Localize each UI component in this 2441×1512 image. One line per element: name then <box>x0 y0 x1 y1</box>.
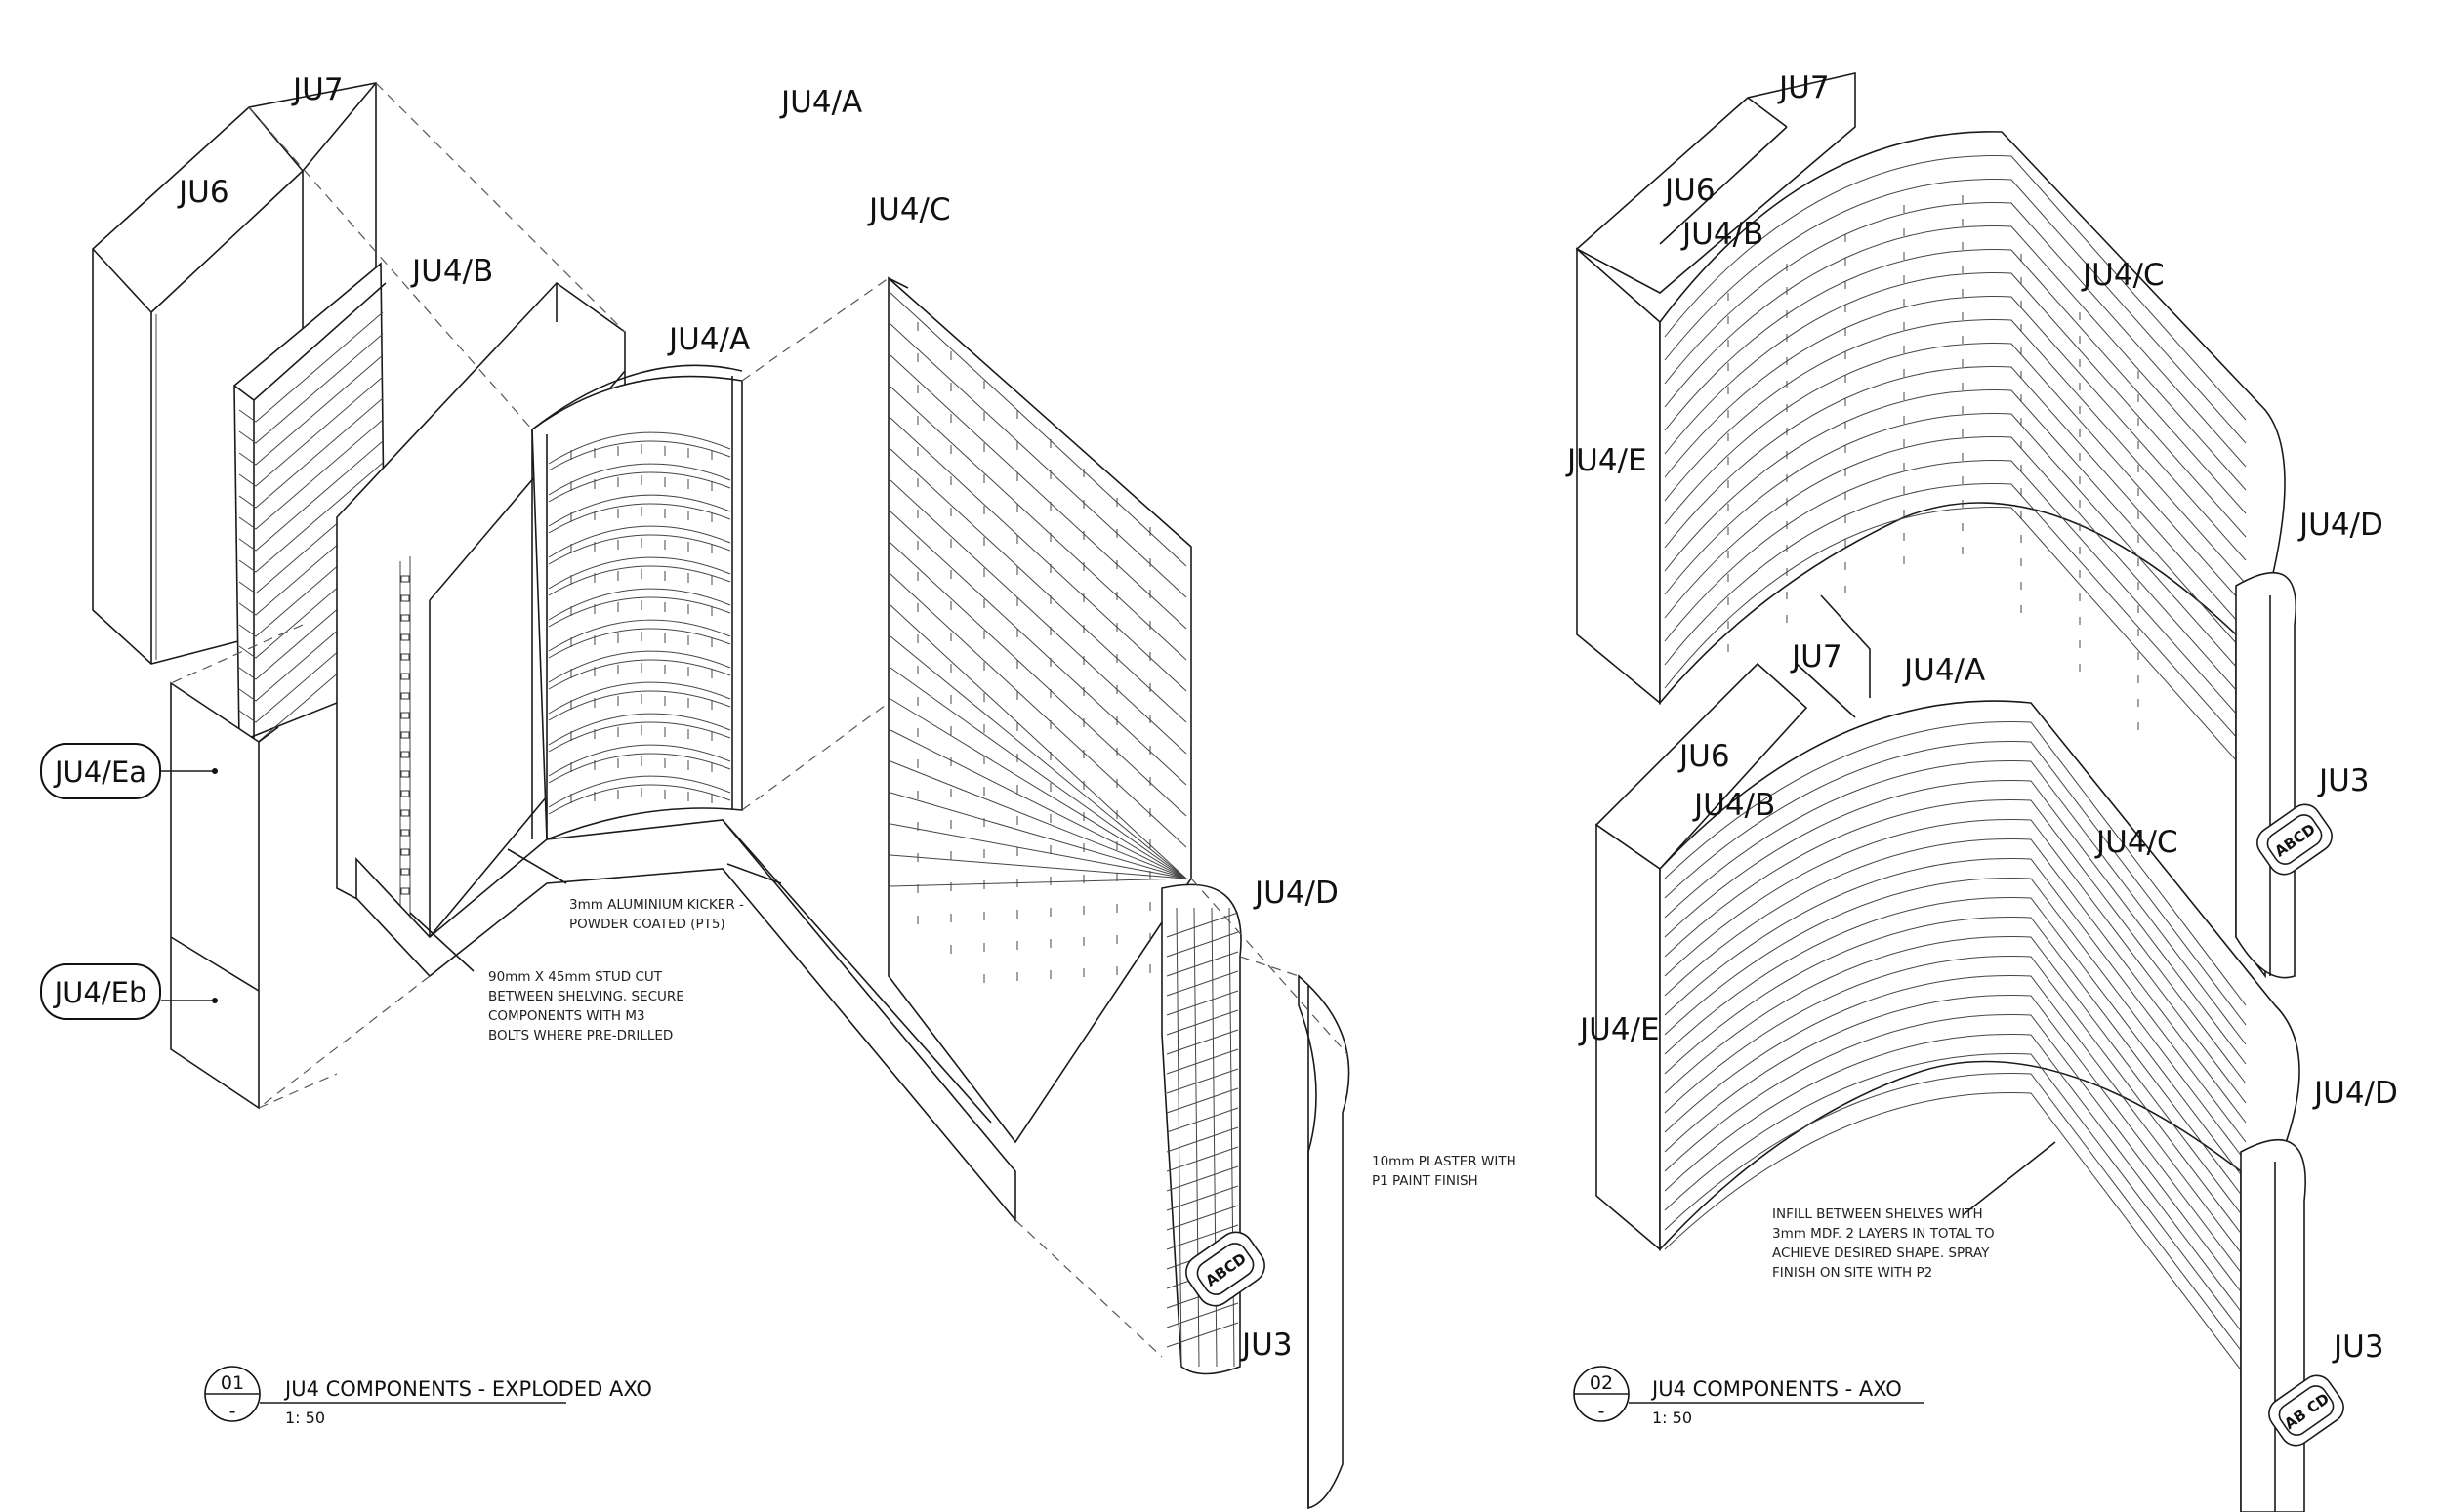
label-ju3-top: JU3 <box>2317 763 2370 798</box>
label-ju3: JU3 <box>1240 1328 1293 1363</box>
label-ju4d: JU4/D <box>2312 1076 2398 1111</box>
svg-text:02: 02 <box>1590 1372 1613 1394</box>
label-ju4e: JU4/E <box>1578 1012 1660 1047</box>
svg-text:BOLTS WHERE PRE-DRILLED: BOLTS WHERE PRE-DRILLED <box>488 1028 673 1043</box>
label-ju7-top: JU7 <box>1777 70 1830 105</box>
svg-text:10mm PLASTER WITH: 10mm PLASTER WITH <box>1372 1154 1516 1169</box>
label-ju4c-top: JU4/C <box>2081 258 2165 293</box>
shelving-ju4c <box>888 276 1192 1144</box>
cloud-tag-ju4eb: JU4/Eb <box>40 963 161 1020</box>
label-ju6: JU6 <box>1677 739 1730 774</box>
label-ju4a: JU4/A <box>667 322 750 357</box>
ju3-badge-bottom: AB CD <box>2268 1374 2344 1447</box>
label-ju3: JU3 <box>2332 1329 2384 1365</box>
note-infill: INFILL BETWEEN SHELVES WITH 3mm MDF. 2 L… <box>1772 1206 1995 1281</box>
label-ju6-top: JU6 <box>1663 173 1716 208</box>
view-number: 01 <box>221 1372 244 1394</box>
sheet-ref: - <box>229 1401 236 1422</box>
svg-text:3mm MDF. 2 LAYERS IN TOTAL TO: 3mm MDF. 2 LAYERS IN TOTAL TO <box>1772 1226 1995 1242</box>
explosion-lines <box>170 82 1348 1358</box>
title-block-01: 01 - JU4 COMPONENTS - EXPLODED AXO 1: 50 <box>204 1366 652 1427</box>
note-stud: 90mm X 45mm STUD CUT BETWEEN SHELVING. S… <box>488 969 684 1043</box>
svg-text:90mm X 45mm STUD CUT: 90mm X 45mm STUD CUT <box>488 969 663 985</box>
ju3-badge: ABCD <box>1185 1231 1265 1307</box>
svg-text:1: 50: 1: 50 <box>1652 1409 1692 1427</box>
assembly-top <box>1575 71 2296 979</box>
svg-text:3mm ALUMINIUM KICKER -: 3mm ALUMINIUM KICKER - <box>569 897 744 913</box>
svg-text:-: - <box>1598 1401 1605 1422</box>
label-ju4e-top: JU4/E <box>1565 443 1647 478</box>
ju3-badge-top: ABCD <box>2256 803 2333 876</box>
label-ju4a-top: JU4/A <box>779 85 862 120</box>
label-ju4b-top: JU4/B <box>1680 217 1763 252</box>
svg-text:P1 PAINT FINISH: P1 PAINT FINISH <box>1372 1173 1478 1189</box>
label-ju7: JU7 <box>291 72 344 107</box>
label-ju4c: JU4/C <box>867 192 951 227</box>
label-ju4b: JU4/B <box>1692 788 1775 823</box>
svg-text:INFILL BETWEEN SHELVES WITH: INFILL BETWEEN SHELVES WITH <box>1772 1206 1983 1222</box>
svg-text:JU4 COMPONENTS - AXO: JU4 COMPONENTS - AXO <box>1650 1377 1902 1401</box>
view-scale: 1: 50 <box>285 1409 325 1427</box>
assembly-bottom <box>1594 594 2306 1512</box>
label-ju7: JU7 <box>1790 639 1842 674</box>
note-kicker: 3mm ALUMINIUM KICKER - POWDER COATED (PT… <box>569 897 744 932</box>
svg-text:POWDER COATED (PT5): POWDER COATED (PT5) <box>569 917 725 932</box>
svg-text:JU4/Ea: JU4/Ea <box>53 756 146 789</box>
leaders <box>161 768 782 1003</box>
svg-text:FINISH ON SITE WITH P2: FINISH ON SITE WITH P2 <box>1772 1265 1932 1281</box>
view-01-labels: JU7 JU6 JU4/B JU4/A JU4/A JU4/C JU4/D JU… <box>177 72 1339 1363</box>
view-02-axo: ABCD AB CD JU7 JU6 JU4/B JU4/C JU4/E JU4… <box>1565 70 2398 1512</box>
plaster-panel-ju3 <box>1298 974 1350 1510</box>
label-ju4d: JU4/D <box>1253 876 1339 911</box>
label-ju4b: JU4/B <box>410 254 493 289</box>
view-title: JU4 COMPONENTS - EXPLODED AXO <box>283 1377 652 1401</box>
svg-text:COMPONENTS WITH M3: COMPONENTS WITH M3 <box>488 1008 645 1024</box>
view-02-labels: JU7 JU6 JU4/B JU4/C JU4/E JU4/D JU3 JU7 … <box>1565 70 2398 1365</box>
svg-text:JU4/Eb: JU4/Eb <box>53 976 147 1009</box>
label-ju6: JU6 <box>177 175 229 210</box>
view-01-exploded-axo: ABCD JU7 JU6 JU <box>40 72 1516 1510</box>
svg-text:BETWEEN SHELVING. SECURE: BETWEEN SHELVING. SECURE <box>488 989 684 1004</box>
label-ju4d-top: JU4/D <box>2297 508 2383 543</box>
label-ju4c: JU4/C <box>2094 825 2178 860</box>
note-plaster: 10mm PLASTER WITH P1 PAINT FINISH <box>1372 1154 1516 1189</box>
leader-infill <box>1962 1141 2056 1216</box>
title-block-02: 02 - JU4 COMPONENTS - AXO 1: 50 <box>1573 1366 1924 1427</box>
panel-ju4-e <box>170 681 279 1110</box>
curved-unit-ju4a <box>531 364 743 841</box>
svg-text:ACHIEVE DESIRED SHAPE. SPRAY: ACHIEVE DESIRED SHAPE. SPRAY <box>1772 1246 1990 1261</box>
cloud-tag-ju4ea: JU4/Ea <box>40 743 161 799</box>
label-ju4a: JU4/A <box>1902 653 1985 688</box>
